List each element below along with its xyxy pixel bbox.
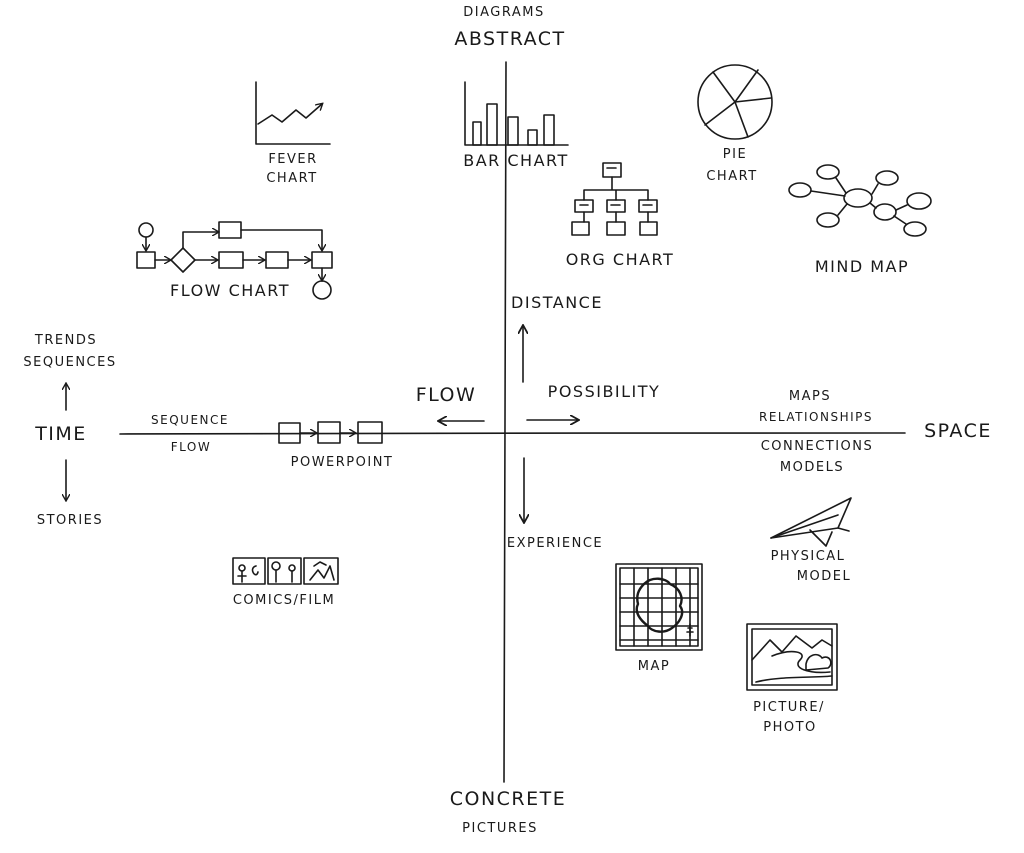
- time-label: TIME: [35, 423, 87, 445]
- fever-chart-label-line2: CHART: [266, 171, 318, 186]
- map-icon: [615, 563, 703, 651]
- flow-chart-label: FLOW CHART: [170, 281, 290, 300]
- picture-label-line1: PICTURE/: [753, 700, 825, 715]
- pie-chart-label-line2: CHART: [706, 169, 758, 184]
- mind-map-label: MIND MAP: [814, 257, 910, 276]
- flow-chart-icon: [136, 221, 333, 300]
- axis-flow-label: FLOW: [170, 440, 212, 454]
- sequence-label: SEQUENCE: [151, 413, 229, 427]
- comics-film-icon: [232, 557, 339, 585]
- abstract-label: ABSTRACT: [454, 28, 566, 50]
- bar-chart-label: BAR CHART: [463, 151, 569, 170]
- models-label: MODELS: [779, 460, 845, 475]
- experience-label: EXPERIENCE: [506, 536, 604, 551]
- distance-label: DISTANCE: [511, 293, 603, 312]
- pie-chart-label-line1: PIE: [722, 147, 748, 162]
- map-label: MAP: [637, 659, 671, 674]
- physical-model-label-line2: MODEL: [796, 569, 852, 584]
- connections-label: CONNECTIONS: [760, 439, 874, 454]
- fever-chart-icon: [255, 81, 331, 145]
- physical-model-label-line1: PHYSICAL: [770, 549, 846, 564]
- space-label: SPACE: [924, 420, 992, 442]
- powerpoint-icon: [278, 421, 383, 444]
- horizontal-axis-line: [119, 432, 906, 435]
- picture-photo-icon: [746, 623, 838, 691]
- comics-film-label: COMICS/FILM: [232, 593, 336, 608]
- fever-chart-label-line1: FEVER: [268, 152, 318, 167]
- powerpoint-label: POWERPOINT: [290, 455, 394, 470]
- sequences-label: SEQUENCES: [23, 355, 117, 370]
- maps-label: MAPS: [788, 389, 832, 404]
- concrete-label: CONCRETE: [449, 788, 567, 810]
- picture-label-line2: PHOTO: [763, 720, 817, 735]
- vertical-axis-line: [502, 61, 507, 783]
- trends-label: TRENDS: [34, 333, 98, 348]
- possibility-label: POSSIBILITY: [547, 382, 661, 401]
- diagrams-label: DIAGRAMS: [463, 5, 545, 20]
- org-chart-label: ORG CHART: [565, 250, 675, 269]
- stories-label: STORIES: [36, 513, 104, 528]
- mind-map-icon: [788, 164, 932, 237]
- pie-chart-icon: [697, 64, 773, 140]
- relationships-label: RELATIONSHIPS: [759, 410, 873, 424]
- org-chart-icon: [571, 162, 658, 236]
- flow-label: FLOW: [415, 384, 477, 406]
- pictures-label: PICTURES: [462, 821, 538, 836]
- bar-chart-icon: [464, 81, 569, 146]
- physical-model-icon: [770, 497, 852, 547]
